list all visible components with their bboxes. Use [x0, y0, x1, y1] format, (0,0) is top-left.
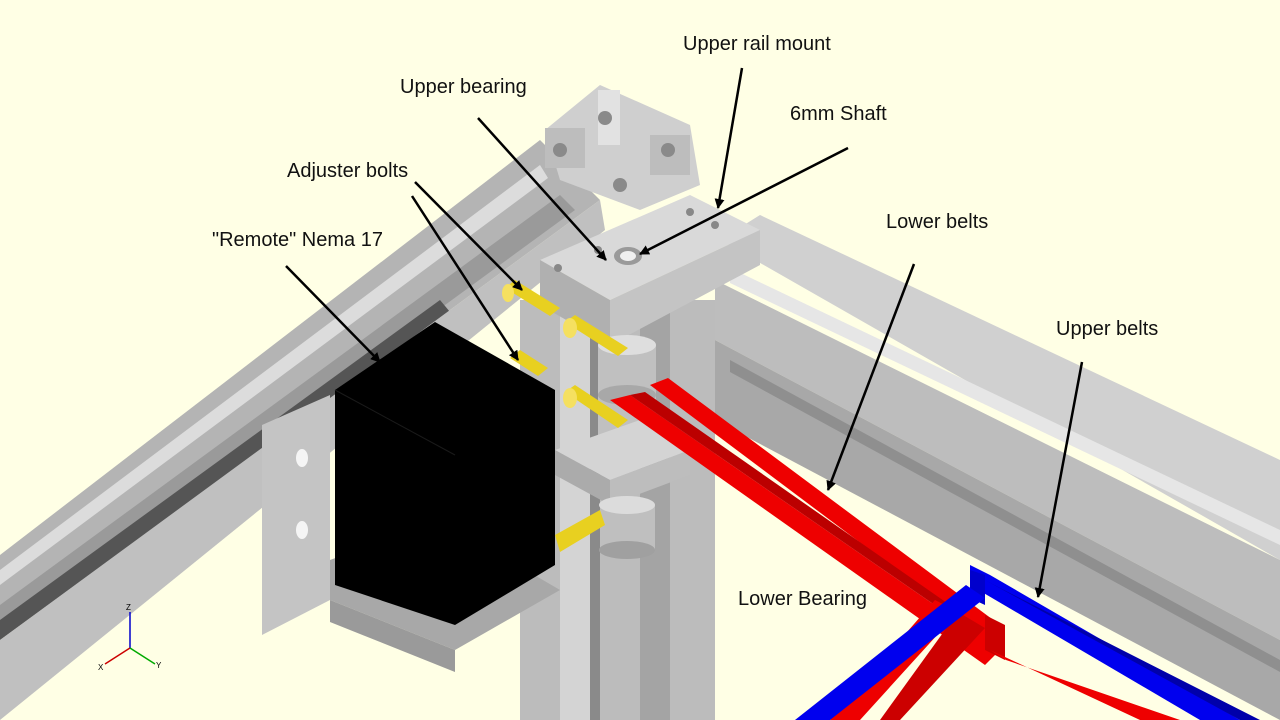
arrow-shaft [639, 146, 849, 256]
lower-mount-plate [555, 420, 690, 505]
upper-belts [795, 565, 1260, 720]
axis-y-label: Y [156, 661, 162, 670]
label-upper-bearing: Upper bearing [400, 76, 527, 98]
arrow-upper-rail-mount [714, 67, 744, 209]
shaft-top [620, 251, 636, 261]
arrow-adjuster-bolt-bottom [410, 195, 520, 361]
label-lower-bearing: Lower Bearing [738, 588, 867, 610]
right-rail [715, 215, 1280, 720]
axis-triad: Z X Y [98, 603, 162, 672]
label-upper-belts: Upper belts [1056, 318, 1159, 340]
label-remote-nema-17: "Remote" Nema 17 [212, 229, 383, 251]
label-6mm-shaft: 6mm Shaft [790, 103, 887, 125]
axis-x-label: X [98, 663, 104, 672]
label-adjuster-bolts: Adjuster bolts [287, 160, 409, 182]
arrow-adjuster-bolt-top [414, 181, 523, 291]
arrow-lower-belts [826, 263, 916, 491]
callout-arrows [285, 67, 1084, 598]
arrow-upper-belts [1034, 361, 1084, 598]
label-lower-belts: Lower belts [886, 211, 989, 233]
lower-bearing [599, 496, 655, 559]
arrow-upper-bearing [477, 117, 607, 261]
nema17-motor [334, 322, 555, 625]
arrow-remote-nema [285, 265, 381, 363]
label-upper-rail-mount: Upper rail mount [683, 33, 831, 55]
extrusion-top-profile [545, 85, 700, 210]
axis-z-label: Z [126, 603, 131, 612]
